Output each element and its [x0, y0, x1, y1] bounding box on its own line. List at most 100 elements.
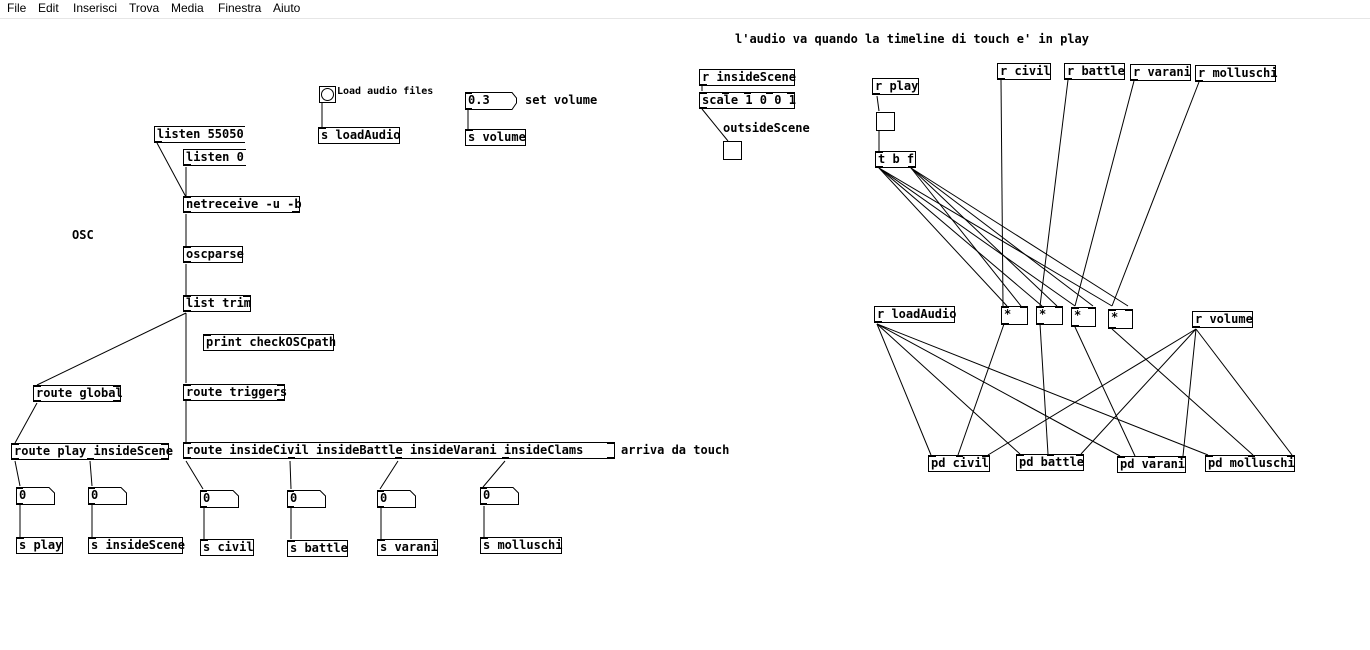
outlet[interactable]	[1196, 80, 1203, 82]
print-check-object[interactable]: print checkOSCpath	[203, 334, 336, 351]
inlet[interactable]	[201, 539, 208, 541]
inlet[interactable]	[12, 443, 19, 445]
route-global-object[interactable]: route global	[33, 385, 123, 402]
outlet[interactable]	[607, 457, 614, 459]
inlet[interactable]	[1118, 456, 1125, 458]
inlet[interactable]	[1017, 454, 1024, 456]
outlet[interactable]	[502, 457, 509, 459]
receive-loadaudio-object[interactable]: r loadAudio	[874, 306, 956, 323]
inlet[interactable]	[1206, 455, 1213, 457]
inlet[interactable]	[277, 384, 284, 386]
inlet[interactable]	[34, 385, 41, 387]
outlet[interactable]	[113, 400, 120, 402]
outlet[interactable]	[184, 457, 191, 459]
inlet[interactable]	[1055, 306, 1062, 308]
outlet[interactable]	[1131, 79, 1138, 81]
inlet[interactable]	[876, 151, 883, 153]
inlet[interactable]	[1248, 455, 1255, 457]
oscparse-object[interactable]: oscparse	[183, 246, 244, 263]
inlet[interactable]	[184, 246, 191, 248]
inlet[interactable]	[744, 92, 751, 94]
outlet[interactable]	[875, 321, 882, 323]
route-play-insidescene-object[interactable]: route play insideScene	[11, 443, 173, 460]
outlet[interactable]	[700, 107, 707, 109]
menu-trova[interactable]: Trova	[129, 1, 160, 15]
inlet[interactable]	[161, 443, 168, 445]
inlet[interactable]	[929, 455, 936, 457]
pd-civil-object[interactable]: pd civil	[928, 455, 990, 472]
inlet[interactable]	[1125, 309, 1132, 311]
inlet[interactable]	[184, 442, 191, 444]
outlet[interactable]	[184, 164, 191, 166]
receive-volume-object[interactable]: r volume	[1192, 311, 1253, 328]
receive-insidescene-object[interactable]: r insideScene	[699, 69, 796, 86]
send-insidescene-object[interactable]: s insideScene	[88, 537, 185, 554]
send-loadaudio-object[interactable]: s loadAudio	[318, 127, 400, 144]
inlet[interactable]	[184, 196, 191, 198]
inlet[interactable]	[1109, 309, 1116, 311]
netreceive-object[interactable]: netreceive -u -b	[183, 196, 302, 213]
inlet[interactable]	[466, 129, 473, 131]
play-toggle[interactable]	[876, 112, 895, 131]
outlet[interactable]	[184, 211, 191, 213]
multiply-varani-object[interactable]: *	[1071, 307, 1096, 327]
menu-media[interactable]: Media	[171, 1, 204, 15]
outlet[interactable]	[292, 211, 299, 213]
outlet[interactable]	[87, 458, 94, 460]
multiply-battle-object[interactable]: *	[1036, 306, 1063, 325]
menu-finestra[interactable]: Finestra	[218, 1, 262, 15]
inlet[interactable]	[1178, 456, 1185, 458]
outlet[interactable]	[1037, 323, 1044, 325]
inlet[interactable]	[1047, 454, 1054, 456]
menu-aiuto[interactable]: Aiuto	[273, 1, 301, 15]
send-battle-object[interactable]: s battle	[287, 540, 348, 557]
inlet[interactable]	[1148, 456, 1155, 458]
inlet[interactable]	[204, 334, 211, 336]
receive-civil-object[interactable]: r civil	[997, 63, 1051, 80]
menu-inserisci[interactable]: Inserisci	[73, 1, 118, 15]
listen-message[interactable]: listen 55050	[154, 126, 245, 143]
outlet[interactable]	[277, 399, 284, 401]
send-varani-object[interactable]: s varani	[377, 539, 438, 556]
inlet[interactable]	[288, 540, 295, 542]
outlet[interactable]	[908, 166, 915, 168]
pd-battle-object[interactable]: pd battle	[1016, 454, 1084, 471]
outside-scene-toggle[interactable]	[723, 141, 742, 160]
inlet[interactable]	[243, 295, 250, 297]
inlet[interactable]	[319, 127, 326, 129]
outlet[interactable]	[184, 261, 191, 263]
send-play-object[interactable]: s play	[16, 537, 63, 554]
pd-varani-object[interactable]: pd varani	[1117, 456, 1186, 473]
outlet[interactable]	[184, 399, 191, 401]
list-trim-object[interactable]: list trim	[183, 295, 251, 312]
inlet[interactable]	[184, 384, 191, 386]
menu-file[interactable]: File	[7, 1, 27, 15]
outlet[interactable]	[1002, 323, 1009, 325]
multiply-molluschi-object[interactable]: *	[1108, 309, 1133, 329]
inlet[interactable]	[1072, 307, 1079, 309]
send-molluschi-object[interactable]: s molluschi	[480, 537, 562, 554]
outlet[interactable]	[1072, 325, 1079, 327]
listen-zero-message[interactable]: listen 0	[183, 149, 246, 166]
receive-molluschi-object[interactable]: r molluschi	[1195, 65, 1277, 82]
inlet[interactable]	[722, 92, 729, 94]
inlet[interactable]	[607, 442, 614, 444]
outlet[interactable]	[998, 78, 1005, 80]
inlet[interactable]	[1076, 454, 1083, 456]
outlet[interactable]	[184, 310, 191, 312]
outlet[interactable]	[1109, 327, 1116, 329]
inlet[interactable]	[956, 455, 963, 457]
outlet[interactable]	[155, 141, 162, 143]
outlet[interactable]	[395, 457, 402, 459]
load-audio-bang[interactable]	[319, 86, 336, 103]
menu-edit[interactable]: Edit	[38, 1, 59, 15]
outlet[interactable]	[161, 458, 168, 460]
send-civil-object[interactable]: s civil	[200, 539, 254, 556]
outlet[interactable]	[34, 400, 41, 402]
send-volume-object[interactable]: s volume	[465, 129, 526, 146]
multiply-civil-object[interactable]: *	[1001, 306, 1028, 325]
pd-molluschi-object[interactable]: pd molluschi	[1205, 455, 1295, 472]
inlet[interactable]	[184, 295, 191, 297]
inlet[interactable]	[787, 92, 794, 94]
receive-battle-object[interactable]: r battle	[1064, 63, 1125, 80]
